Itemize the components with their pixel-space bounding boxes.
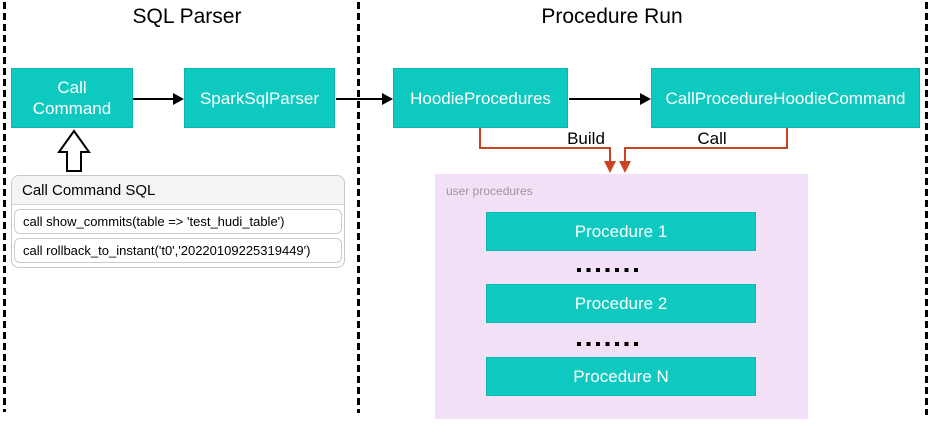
sql-panel-title: Call Command SQL bbox=[12, 176, 344, 205]
call-command-sql-panel: Call Command SQL call show_commits(table… bbox=[11, 175, 345, 268]
node-procedure-n: Procedure N bbox=[486, 357, 756, 396]
sql-example-row: call rollback_to_instant('t0','202201092… bbox=[14, 238, 342, 263]
node-call-procedure-hoodie-command: CallProcedureHoodieCommand bbox=[651, 68, 920, 128]
node-call-command: Call Command bbox=[11, 68, 133, 128]
region-title-sql-parser: SQL Parser bbox=[132, 5, 242, 28]
dashed-border-right bbox=[925, 2, 928, 415]
dashed-border-middle bbox=[357, 2, 360, 413]
build-label: Build bbox=[567, 129, 605, 148]
node-procedure-1: Procedure 1 bbox=[486, 212, 756, 251]
node-hoodie-procedures: HoodieProcedures bbox=[393, 68, 568, 128]
ellipsis-dots bbox=[577, 268, 640, 272]
arrow-hoodie-to-command bbox=[569, 93, 651, 105]
region-title-procedure-run: Procedure Run bbox=[541, 5, 683, 28]
arrow-call-command-to-parser bbox=[133, 93, 184, 105]
build-connector-arrowhead-icon bbox=[604, 161, 616, 173]
user-procedures-label: user procedures bbox=[446, 184, 533, 198]
call-label: Call bbox=[697, 129, 727, 148]
up-arrow-icon bbox=[57, 129, 91, 172]
dashed-border-left bbox=[3, 2, 6, 412]
node-spark-sql-parser: SparkSqlParser bbox=[184, 68, 335, 128]
user-procedures-panel: user procedures Procedure 1 Procedure 2 … bbox=[435, 174, 808, 419]
node-procedure-2: Procedure 2 bbox=[486, 284, 756, 323]
sql-example-row: call show_commits(table => 'test_hudi_ta… bbox=[14, 209, 342, 234]
call-connector-arrowhead-icon bbox=[619, 161, 631, 173]
ellipsis-dots bbox=[577, 342, 640, 346]
arrow-parser-to-hoodie bbox=[336, 93, 393, 105]
